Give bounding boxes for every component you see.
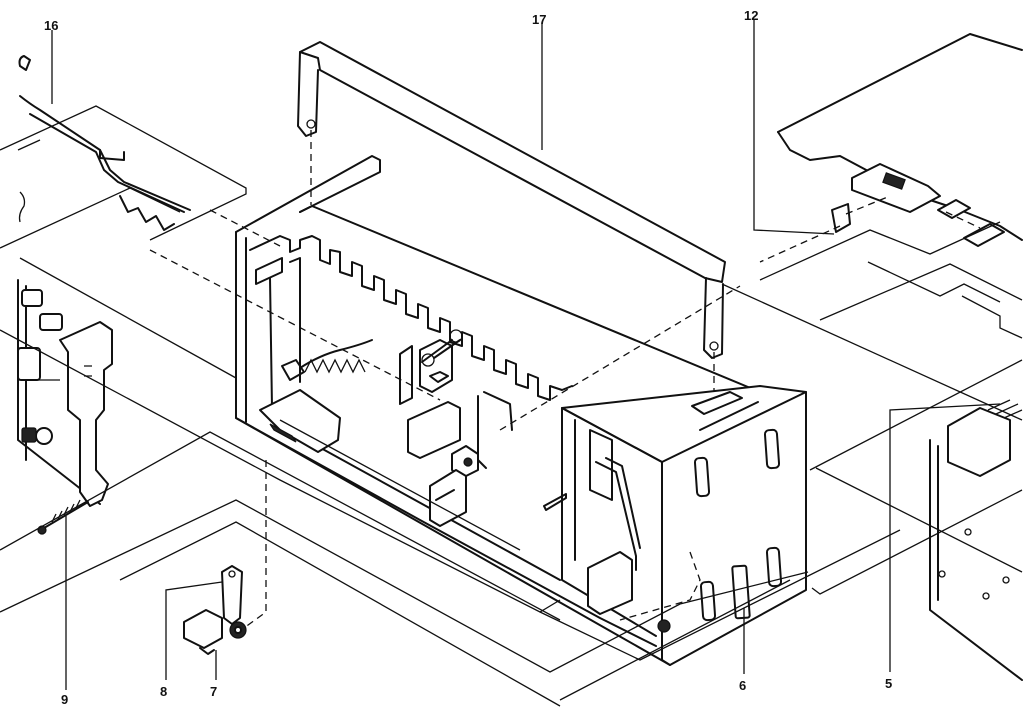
left-flex-assembly — [17, 55, 191, 231]
carry-handle — [297, 41, 726, 400]
callout-17: 17 — [532, 12, 546, 27]
top-right-circuit-board — [777, 33, 1023, 247]
explode-guide-lines — [0, 105, 1023, 707]
callout-9: 9 — [61, 692, 68, 707]
callout-12: 12 — [744, 8, 758, 23]
leader-lines — [51, 20, 1001, 690]
callout-7: 7 — [210, 684, 217, 699]
left-circuit-board — [17, 279, 113, 507]
chassis-frame — [235, 155, 807, 666]
callout-8: 8 — [160, 684, 167, 699]
internal-mechanism — [255, 257, 671, 633]
callout-6: 6 — [739, 678, 746, 693]
callout-5: 5 — [885, 676, 892, 691]
callout-labels: 16 17 12 9 8 7 6 5 — [44, 8, 892, 707]
bottom-right-circuit-board — [929, 399, 1023, 681]
pinch-roller-arm-parts — [183, 565, 247, 655]
callout-16: 16 — [44, 18, 58, 33]
